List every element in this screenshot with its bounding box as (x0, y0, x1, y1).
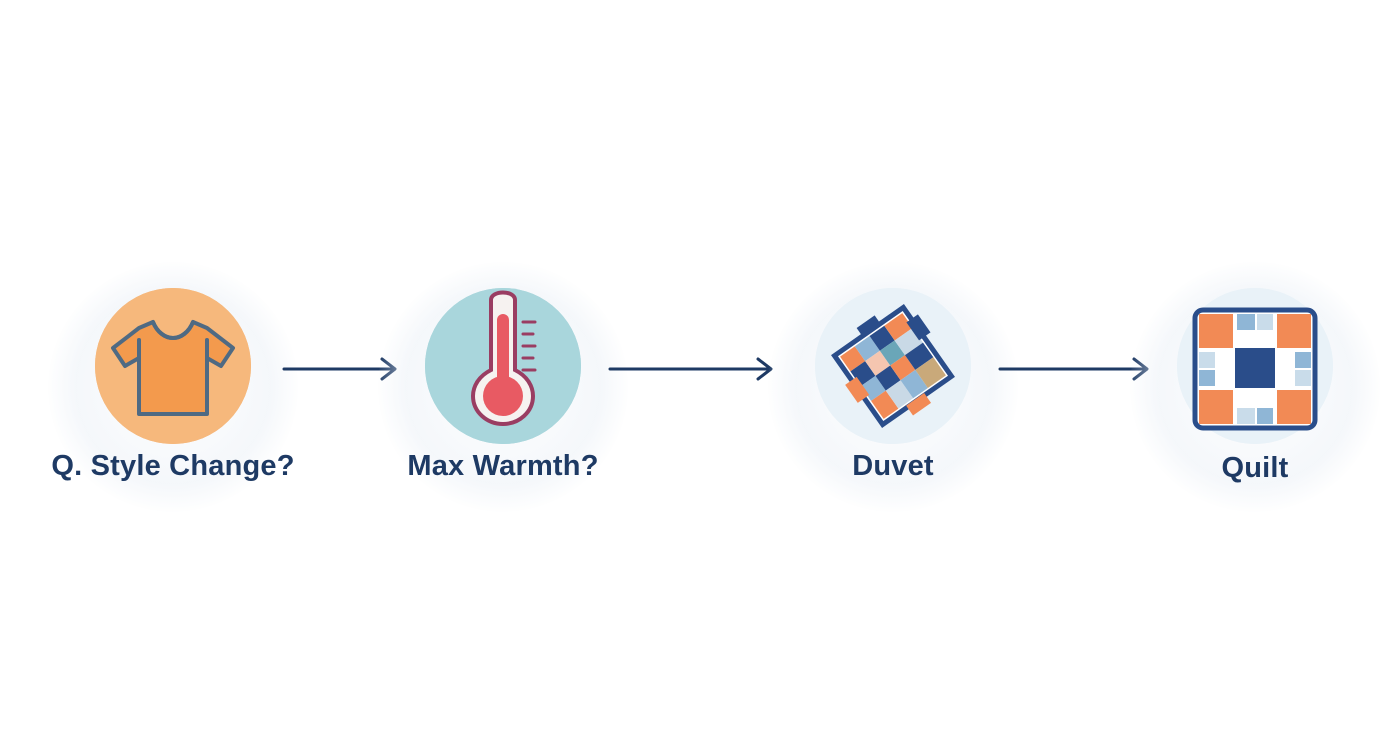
thermometer-circle (425, 288, 581, 444)
t-shirt-icon (95, 288, 251, 444)
quilt-circle (1177, 288, 1333, 444)
step-label: Q. Style Change? (51, 450, 295, 482)
step-label: Duvet (852, 450, 934, 482)
step-label: Max Warmth? (407, 450, 599, 482)
step-duvet: Duvet (743, 262, 1043, 512)
quilt-grid-icon (1177, 288, 1333, 444)
duvet-circle (815, 288, 971, 444)
step-max-warmth: Max Warmth? (353, 262, 653, 512)
step-quilt: Quilt (1105, 262, 1392, 512)
t-shirt-circle (95, 288, 251, 444)
step-style-change: Q. Style Change? (23, 262, 323, 512)
duvet-patchwork-icon (815, 288, 971, 444)
thermometer-icon (425, 288, 581, 444)
step-label: Quilt (1221, 452, 1289, 484)
